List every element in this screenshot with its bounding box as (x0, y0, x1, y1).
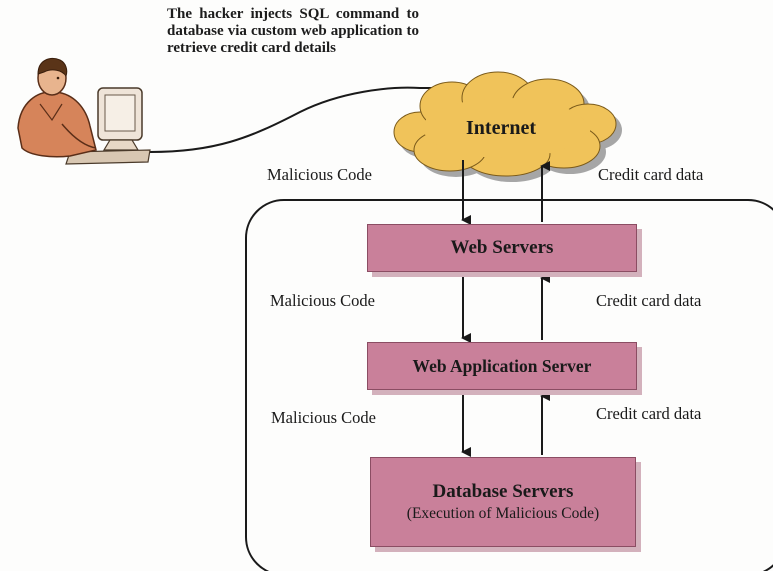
malicious-code-label-3: Malicious Code (271, 408, 376, 427)
malicious-code-label-2: Malicious Code (270, 291, 375, 310)
database-servers-title: Database Servers (432, 481, 574, 502)
web-servers-title: Web Servers (450, 237, 554, 258)
internet-label: Internet (466, 117, 536, 139)
network-boundary (245, 199, 773, 571)
credit-card-data-label-3: Credit card data (596, 404, 702, 423)
malicious-code-label-1: Malicious Code (267, 165, 372, 184)
database-servers-box: Database Servers (Execution of Malicious… (370, 457, 636, 547)
database-servers-subtitle: (Execution of Malicious Code) (406, 505, 600, 522)
credit-card-data-label-2: Credit card data (596, 291, 702, 310)
hacker-connection-line (149, 86, 478, 153)
hacker-icon (17, 58, 151, 165)
web-application-server-title: Web Application Server (412, 356, 592, 376)
attack-description: The hacker injects SQL command to databa… (167, 6, 419, 56)
web-servers-box: Web Servers (367, 224, 637, 272)
web-application-server-box: Web Application Server (367, 342, 637, 390)
internet-cloud-fill (423, 98, 590, 158)
credit-card-data-label-1: Credit card data (598, 165, 704, 184)
